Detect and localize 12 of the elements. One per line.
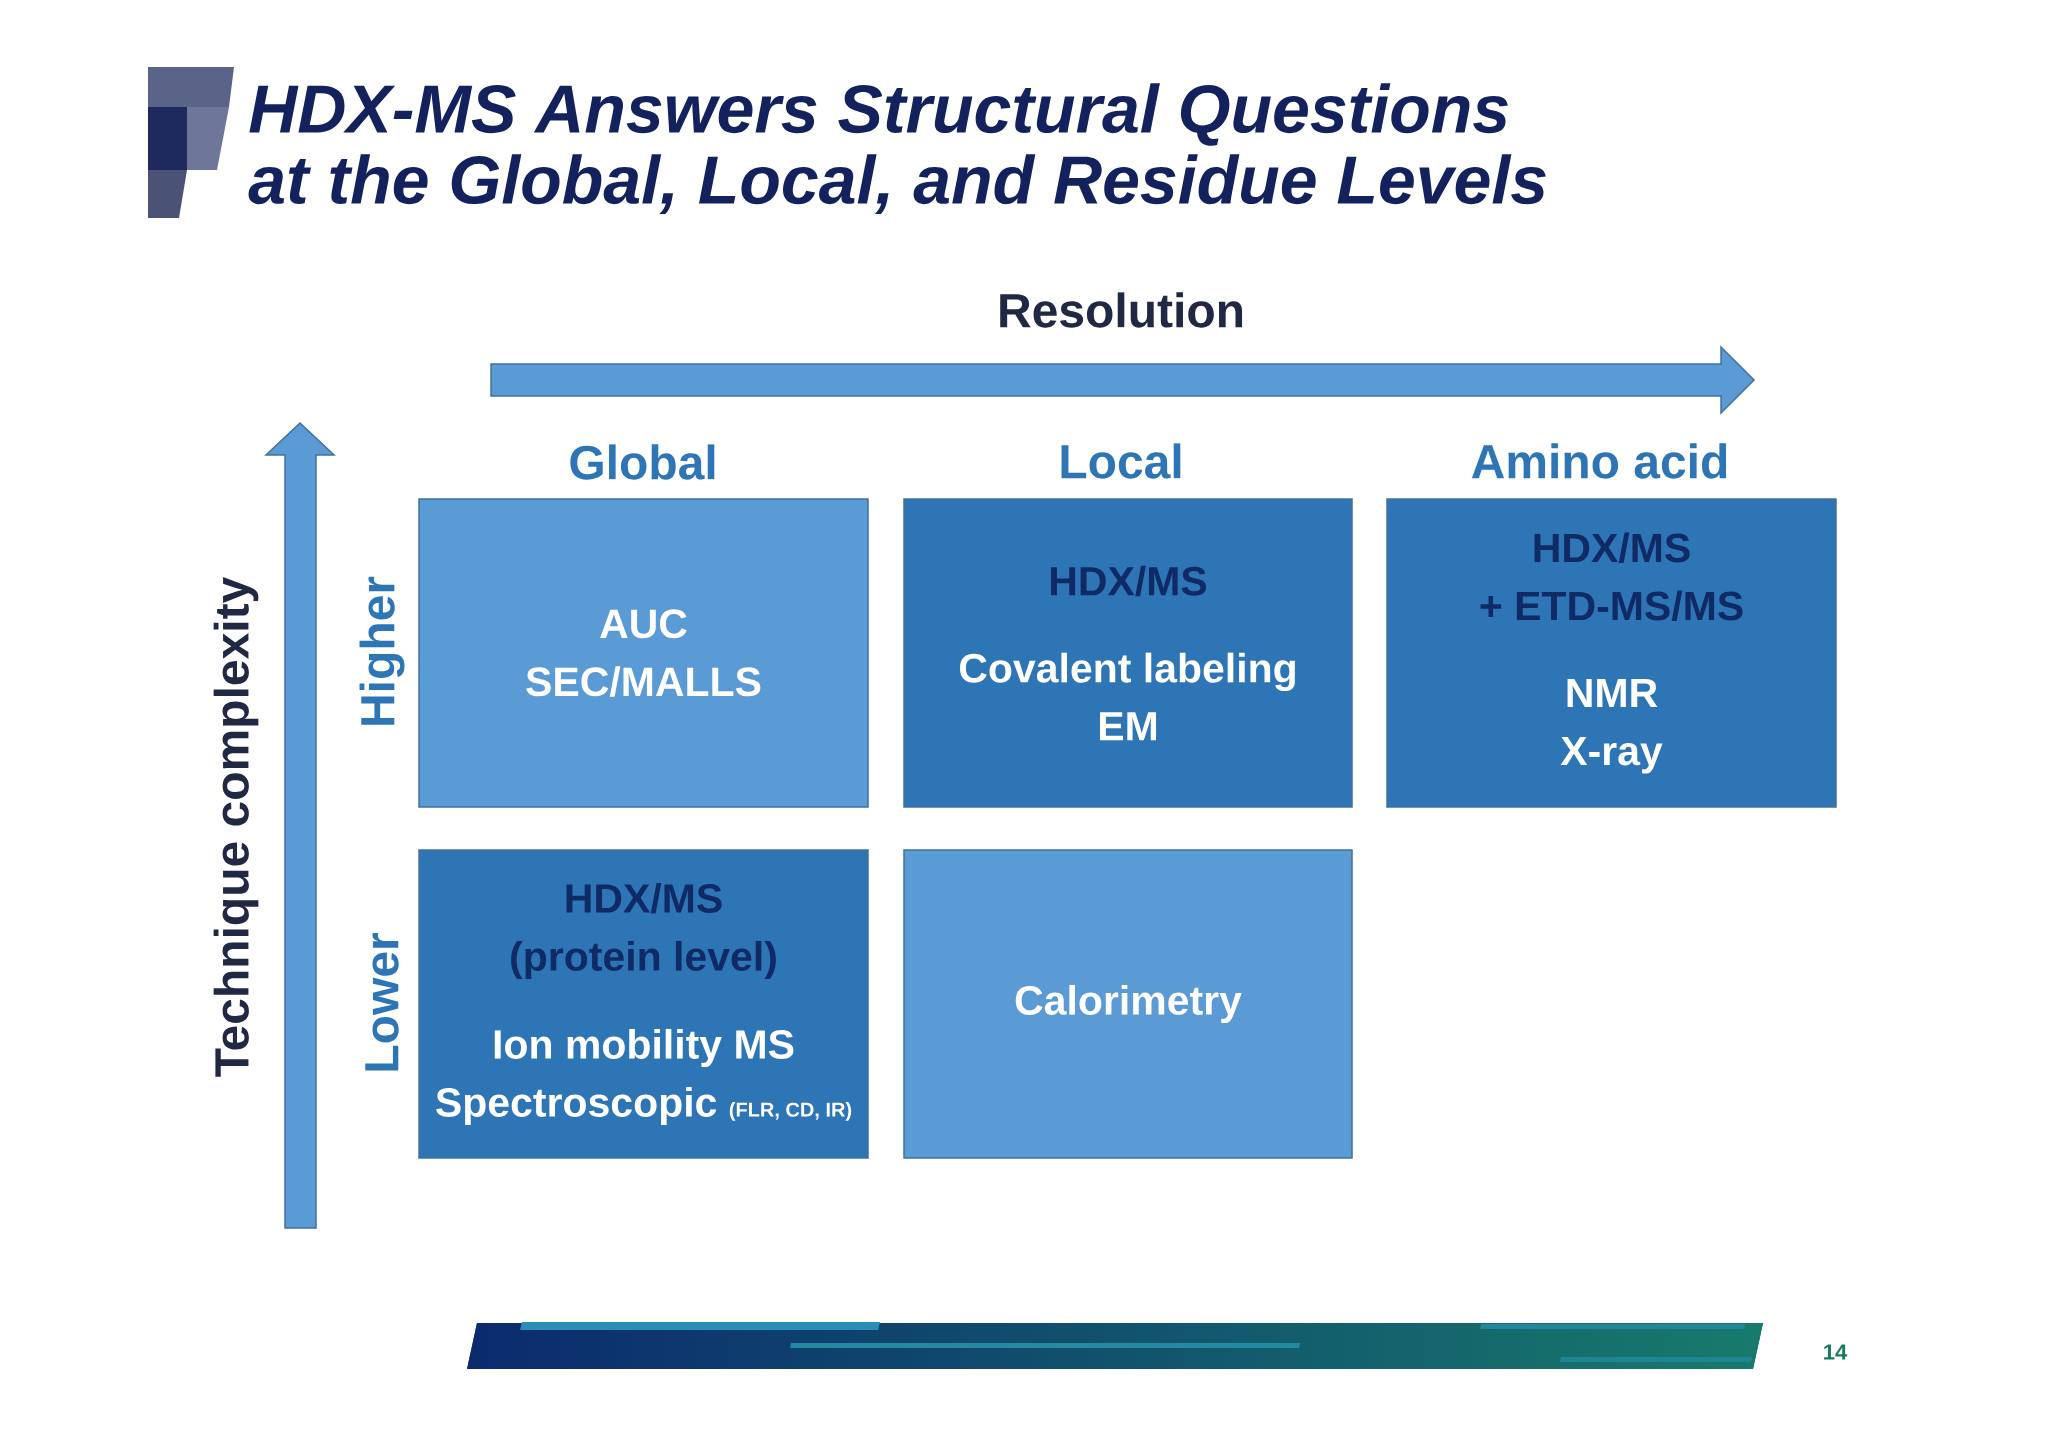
row-header: Higher (359, 576, 405, 725)
method-box: HDX/MS Covalent labeling EM (903, 498, 1353, 808)
title: HDX-MS Answers Structural Questions at the Global, Local, and Residue Levels (248, 83, 1546, 214)
method-box: AUC SEC/MALLS (418, 498, 869, 808)
axis-title: Resolution (1000, 292, 1243, 328)
page-number: 14 (1824, 1344, 1848, 1360)
method-box: Calorimetry (903, 849, 1353, 1159)
axis-title: Technique complexity (213, 577, 259, 1077)
method-box: HDX/MS (protein level) Ion mobility MS Spectroscopic (FLR, CD, IR) (418, 849, 869, 1159)
row-header: Lower (365, 933, 399, 1071)
method-box: HDX/MS + ETD-MS/MS NMR X-ray (1386, 498, 1837, 808)
column-header: Amino acid (1471, 443, 1727, 479)
